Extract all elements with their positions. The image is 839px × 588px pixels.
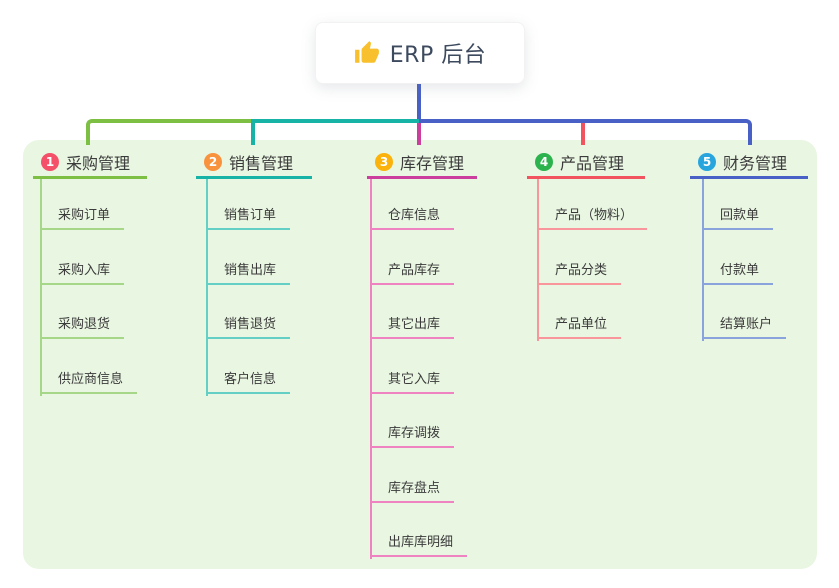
root-title: ERP 后台 (389, 43, 487, 68)
branch-label: 产品管理 (560, 154, 625, 173)
branch-spine-line (370, 179, 372, 559)
branch-spine-line (40, 179, 42, 396)
branch-label: 采购管理 (66, 154, 131, 173)
sub-node[interactable]: 销售退货 (206, 309, 291, 339)
sub-node[interactable]: 出库库明细 (370, 527, 468, 557)
branch-spine-line (537, 179, 539, 341)
branch-node-product[interactable]: 4 产品管理 (527, 148, 645, 179)
connector-bus-green (86, 119, 255, 145)
sub-node[interactable]: 回款单 (702, 200, 774, 230)
connector-bus-teal (251, 119, 423, 145)
sub-node[interactable]: 销售出库 (206, 255, 291, 285)
sub-node[interactable]: 结算账户 (702, 309, 787, 339)
sub-node[interactable]: 产品（物料） (537, 200, 648, 230)
sub-node[interactable]: 其它入库 (370, 364, 455, 394)
connector-drop-magenta (417, 123, 421, 145)
branch-label: 财务管理 (723, 154, 788, 173)
sub-node[interactable]: 销售订单 (206, 200, 291, 230)
branch-number-badge: 1 (41, 153, 59, 171)
branch-number-badge: 3 (375, 153, 393, 171)
sub-node[interactable]: 仓库信息 (370, 200, 455, 230)
branch-node-inventory[interactable]: 3 库存管理 (367, 148, 477, 179)
sub-node[interactable]: 供应商信息 (40, 364, 138, 394)
root-node[interactable]: ERP 后台 (315, 22, 525, 84)
sub-node[interactable]: 库存盘点 (370, 473, 455, 503)
sub-node[interactable]: 采购订单 (40, 200, 125, 230)
branch-number-badge: 4 (535, 153, 553, 171)
branch-number-badge: 2 (204, 153, 222, 171)
sub-node[interactable]: 产品分类 (537, 255, 622, 285)
branch-number-badge: 5 (698, 153, 716, 171)
connector-bus-blue (419, 119, 752, 145)
branch-label: 库存管理 (400, 154, 465, 173)
branch-spine-line (206, 179, 208, 396)
branches-panel (23, 140, 817, 569)
sub-node[interactable]: 产品库存 (370, 255, 455, 285)
branch-label: 销售管理 (229, 154, 294, 173)
root-connector-line (417, 82, 421, 120)
branch-node-finance[interactable]: 5 财务管理 (690, 148, 808, 179)
sub-node[interactable]: 其它出库 (370, 309, 455, 339)
branch-node-purchase[interactable]: 1 采购管理 (33, 148, 147, 179)
sub-node[interactable]: 库存调拨 (370, 418, 455, 448)
sub-node[interactable]: 客户信息 (206, 364, 291, 394)
branch-spine-line (702, 179, 704, 341)
connector-drop-red (581, 123, 585, 145)
sub-node[interactable]: 采购入库 (40, 255, 125, 285)
thumbs-up-icon (354, 41, 379, 63)
sub-node[interactable]: 付款单 (702, 255, 774, 285)
branch-node-sales[interactable]: 2 销售管理 (196, 148, 312, 179)
sub-node[interactable]: 产品单位 (537, 309, 622, 339)
sub-node[interactable]: 采购退货 (40, 309, 125, 339)
